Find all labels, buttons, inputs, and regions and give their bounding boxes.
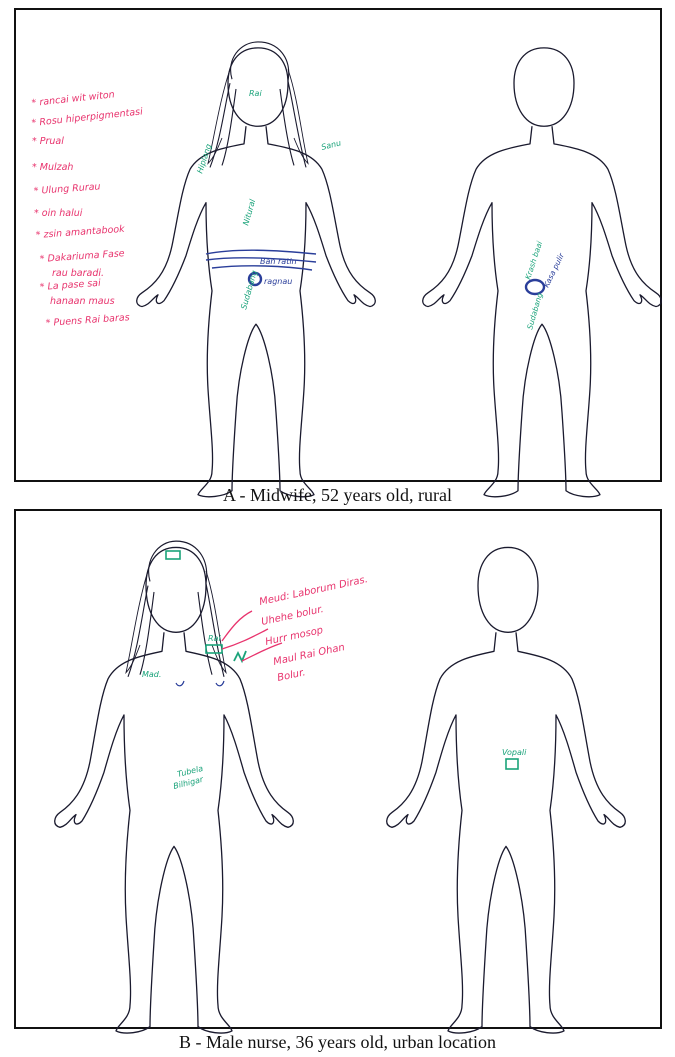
male-body-figure-a xyxy=(423,48,662,497)
label-groin-male: Vopali xyxy=(502,748,527,757)
label-groin-right: Kasa pulir xyxy=(542,251,567,289)
notes-right-b: Meud: Laborum Diras. Uhehe bolur. Hurr m… xyxy=(258,574,369,684)
note-line: Uhehe bolur. xyxy=(260,604,324,628)
male-groin-mark xyxy=(506,759,518,769)
caption-panel-b: B - Male nurse, 36 years old, urban loca… xyxy=(0,1032,675,1053)
male-labels-a: Krash baai Kasa pulir Sudabang xyxy=(523,239,566,330)
note-line: Maul Rai Ohan xyxy=(272,642,345,668)
label-chest-left: Mad. xyxy=(142,670,161,679)
note-line: Bolur. xyxy=(276,667,306,684)
note-line: * Dakariuma Fase xyxy=(39,248,125,265)
label-thigh: Sudabang xyxy=(239,269,259,310)
note-line: * Rosu hiperpigmentasi xyxy=(31,106,143,129)
panel-b-drawing: Meud: Laborum Diras. Uhehe bolur. Hurr m… xyxy=(16,511,664,1031)
note-line: * Puens Rai baras xyxy=(45,312,130,329)
note-line: * oin halui xyxy=(34,208,83,219)
label-chest: Rai xyxy=(208,634,221,643)
figure-panel-a: * rancai wit witon * Rosu hiperpigmentas… xyxy=(14,8,662,482)
note-line: * Ulung Rurau xyxy=(33,181,100,197)
note-line: Meud: Laborum Diras. xyxy=(258,574,369,608)
note-line: * La pase sai xyxy=(39,278,101,293)
label-groin-left: Krash baai xyxy=(523,239,544,280)
note-line: * rancai wit witon xyxy=(31,89,115,109)
nipple-mark-right xyxy=(216,681,224,686)
figure-panel-b: Meud: Laborum Diras. Uhehe bolur. Hurr m… xyxy=(14,509,662,1029)
face-mark xyxy=(166,551,180,559)
note-line: * zsin amantabook xyxy=(35,224,125,241)
label-shoulder-right: Sanu xyxy=(320,138,342,152)
note-line: hanaan maus xyxy=(50,296,115,307)
female-body-figure-a xyxy=(137,42,376,497)
label-face: Rai xyxy=(249,89,262,98)
male-body-figure-b xyxy=(387,547,626,1033)
label-belt: Ban ratin xyxy=(260,257,297,266)
label-torso: Nitural xyxy=(241,198,257,227)
note-line: Hurr mosop xyxy=(264,625,324,648)
notes-left-a: * rancai wit witon * Rosu hiperpigmentas… xyxy=(31,89,143,329)
male-labels-b: Vopali xyxy=(502,748,527,757)
female-labels-a: Rai Hiplang Sanu Nitural Ban ratin ragna… xyxy=(195,89,342,311)
caption-panel-a: A - Midwife, 52 years old, rural xyxy=(0,485,675,506)
label-groin: ragnau xyxy=(264,277,292,286)
panel-a-drawing: * rancai wit witon * Rosu hiperpigmentas… xyxy=(16,10,664,484)
label-chest-left: Hiplang xyxy=(195,143,213,175)
note-line: * Prual xyxy=(32,136,64,147)
nipple-mark-left xyxy=(176,681,184,686)
note-line: * Mulzah xyxy=(32,162,73,173)
